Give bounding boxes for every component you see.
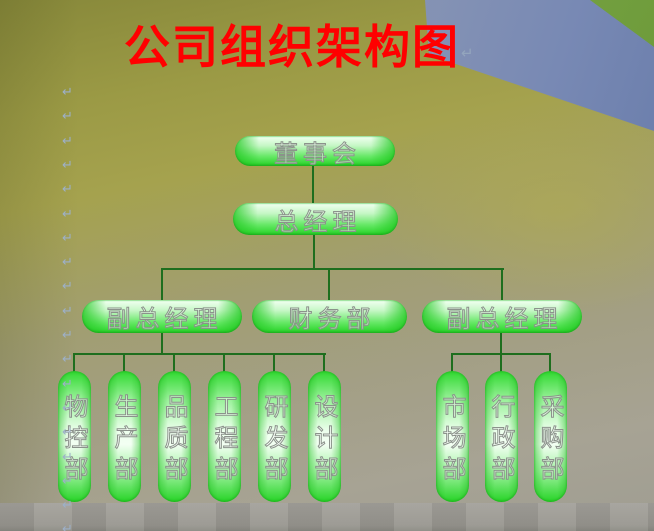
connector-line xyxy=(500,332,502,354)
connector-line xyxy=(123,354,125,372)
connector-line xyxy=(323,354,325,372)
connector-line xyxy=(173,354,175,372)
paragraph-mark: ↵ xyxy=(62,255,73,271)
paragraph-mark: ↵ xyxy=(62,522,73,531)
connector-line xyxy=(73,354,75,372)
org-node-label: 采购部 xyxy=(536,393,565,487)
org-node-dept[interactable]: 工程部 xyxy=(208,371,241,502)
paragraph-mark: ↵ xyxy=(62,473,73,489)
org-node-label: 研发部 xyxy=(260,393,289,487)
page-title: 公司组织架构图 ↵ xyxy=(124,18,474,76)
org-node-deputy-gm-left[interactable]: 副总经理 xyxy=(82,300,242,334)
org-node-label: 财务部 xyxy=(288,305,376,334)
org-node-label: 市场部 xyxy=(438,393,467,487)
paragraph-mark: ↵ xyxy=(62,425,73,441)
connector-line xyxy=(161,268,504,270)
org-node-dept[interactable]: 市场部 xyxy=(436,371,469,502)
org-node-dept[interactable]: 生产部 xyxy=(108,371,141,502)
paragraph-mark: ↵ xyxy=(62,230,73,246)
org-node-label: 生产部 xyxy=(110,393,139,487)
org-node-deputy-gm-right[interactable]: 副总经理 xyxy=(422,300,582,334)
connector-line xyxy=(313,235,315,269)
paragraph-mark: ↵ xyxy=(62,303,73,319)
connector-line xyxy=(273,354,275,372)
paragraph-mark: ↵ xyxy=(62,182,73,198)
connector-line xyxy=(500,354,502,372)
org-node-dept[interactable]: 品质部 xyxy=(158,371,191,502)
connector-line xyxy=(161,269,163,301)
paragraph-mark: ↵ xyxy=(62,328,73,343)
org-node-label: 物控部 xyxy=(60,393,89,487)
org-node-label: 副总经理 xyxy=(106,305,223,334)
connector-line xyxy=(501,269,503,301)
org-node-label: 设计部 xyxy=(310,393,339,487)
org-node-dept[interactable]: 采购部 xyxy=(534,371,567,502)
paragraph-mark: ↵ xyxy=(62,133,73,149)
org-node-label: 副总经理 xyxy=(446,305,563,334)
connector-line xyxy=(549,354,551,372)
org-node-finance-dept[interactable]: 财务部 xyxy=(252,300,407,334)
org-node-label: 工程部 xyxy=(210,393,239,487)
org-node-label: 品质部 xyxy=(160,393,189,487)
org-node-label: 董事会 xyxy=(274,139,361,168)
paragraph-mark: ↵ xyxy=(62,449,73,465)
org-node-board[interactable]: 董事会 xyxy=(235,136,395,168)
org-node-dept[interactable]: 设计部 xyxy=(308,371,341,502)
org-node-label: 行政部 xyxy=(487,393,516,487)
background-bottom-strip xyxy=(0,503,654,531)
paragraph-mark: ↵ xyxy=(62,400,73,416)
connector-line xyxy=(451,354,453,372)
connector-line xyxy=(312,166,314,204)
org-node-label: 总经理 xyxy=(274,207,362,236)
org-node-general-manager[interactable]: 总经理 xyxy=(233,203,398,236)
connector-line xyxy=(328,269,330,301)
paragraph-mark: ↵ xyxy=(461,44,474,62)
paragraph-mark: ↵ xyxy=(62,157,73,173)
paragraph-mark: ↵ xyxy=(62,206,73,222)
connector-line xyxy=(73,353,326,355)
org-node-dept[interactable]: 物控部 xyxy=(58,371,91,502)
paragraph-mark: ↵ xyxy=(62,376,73,392)
paragraph-mark: ↵ xyxy=(62,498,73,514)
org-node-dept[interactable]: 研发部 xyxy=(258,371,291,502)
paragraph-mark: ↵ xyxy=(62,85,73,100)
paragraph-mark: ↵ xyxy=(62,352,73,368)
paragraph-mark: ↵ xyxy=(62,279,73,295)
paragraph-mark: ↵ xyxy=(62,109,73,125)
page-title-text: 公司组织架构图 xyxy=(124,20,460,74)
connector-line xyxy=(223,354,225,372)
connector-line xyxy=(161,332,163,354)
org-node-dept[interactable]: 行政部 xyxy=(485,371,518,502)
